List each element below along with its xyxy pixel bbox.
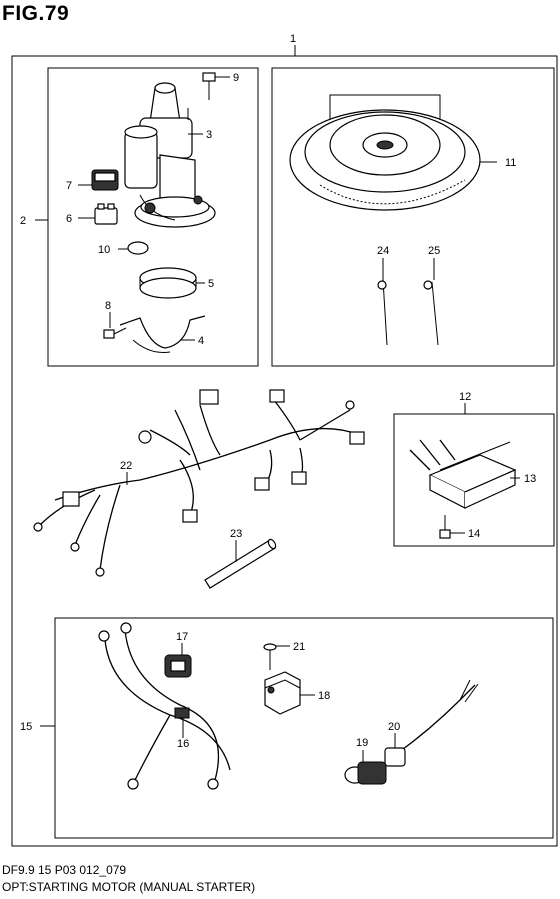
motor-bolt-drawing [202, 72, 216, 100]
switch-kit-box [54, 617, 554, 839]
cap-drawing [127, 241, 149, 255]
regulator-bolt-drawing [439, 515, 451, 539]
cable-tie-clip-drawing [423, 280, 439, 346]
callout-1: 1 [290, 33, 296, 45]
relay-drawing [94, 203, 118, 225]
callout-4: 4 [198, 335, 204, 347]
model-code: DF9.9 15 P03 012_079 [2, 863, 127, 877]
callout-21: 21 [293, 641, 305, 653]
motor-bracket-drawing [119, 315, 206, 353]
regulator-group-box [393, 413, 555, 547]
bracket-bolt-drawing [103, 327, 127, 339]
flywheel-drawing [289, 94, 481, 211]
protective-tube-drawing [204, 538, 277, 589]
callout-11: 11 [505, 157, 516, 169]
callout-8: 8 [105, 300, 111, 312]
callout-13: 13 [524, 473, 536, 485]
motor-group-box [47, 67, 259, 367]
cable-clamp-drawing [264, 671, 301, 715]
figure-description: OPT:STARTING MOTOR (MANUAL STARTER) [2, 880, 256, 894]
starter-switch-drawing [344, 761, 387, 785]
starting-motor-drawing [124, 82, 216, 228]
motor-band-drawing [139, 267, 197, 299]
outer-frame [11, 55, 558, 847]
battery-cable-drawing [98, 622, 231, 790]
callout-22: 22 [120, 460, 132, 472]
callout-20: 20 [388, 721, 400, 733]
callout-10: 10 [98, 244, 110, 256]
callout-7: 7 [66, 180, 72, 192]
callout-14: 14 [468, 528, 480, 540]
callout-24: 24 [377, 245, 389, 257]
switch-lead-wire-drawing [384, 679, 479, 767]
clamp-screw-drawing [263, 643, 277, 670]
callout-9: 9 [233, 72, 239, 84]
grommet-drawing [164, 654, 192, 678]
wire-harness-drawing [33, 389, 365, 577]
regulator-drawing [409, 439, 517, 509]
callout-17: 17 [176, 631, 188, 643]
callout-23: 23 [230, 528, 242, 540]
cable-tie-drawing [377, 279, 388, 346]
callout-3: 3 [206, 129, 212, 141]
callout-18: 18 [318, 690, 330, 702]
figure-title: FIG.79 [2, 2, 70, 25]
callout-6: 6 [66, 213, 72, 225]
callout-2: 2 [20, 215, 26, 227]
relay-cover-drawing [91, 169, 119, 191]
callout-19: 19 [356, 737, 368, 749]
callout-25: 25 [428, 245, 440, 257]
callout-16: 16 [177, 738, 189, 750]
callout-15: 15 [20, 721, 32, 733]
callout-5: 5 [208, 278, 214, 290]
callout-12: 12 [459, 391, 471, 403]
flywheel-group-box [271, 67, 555, 367]
